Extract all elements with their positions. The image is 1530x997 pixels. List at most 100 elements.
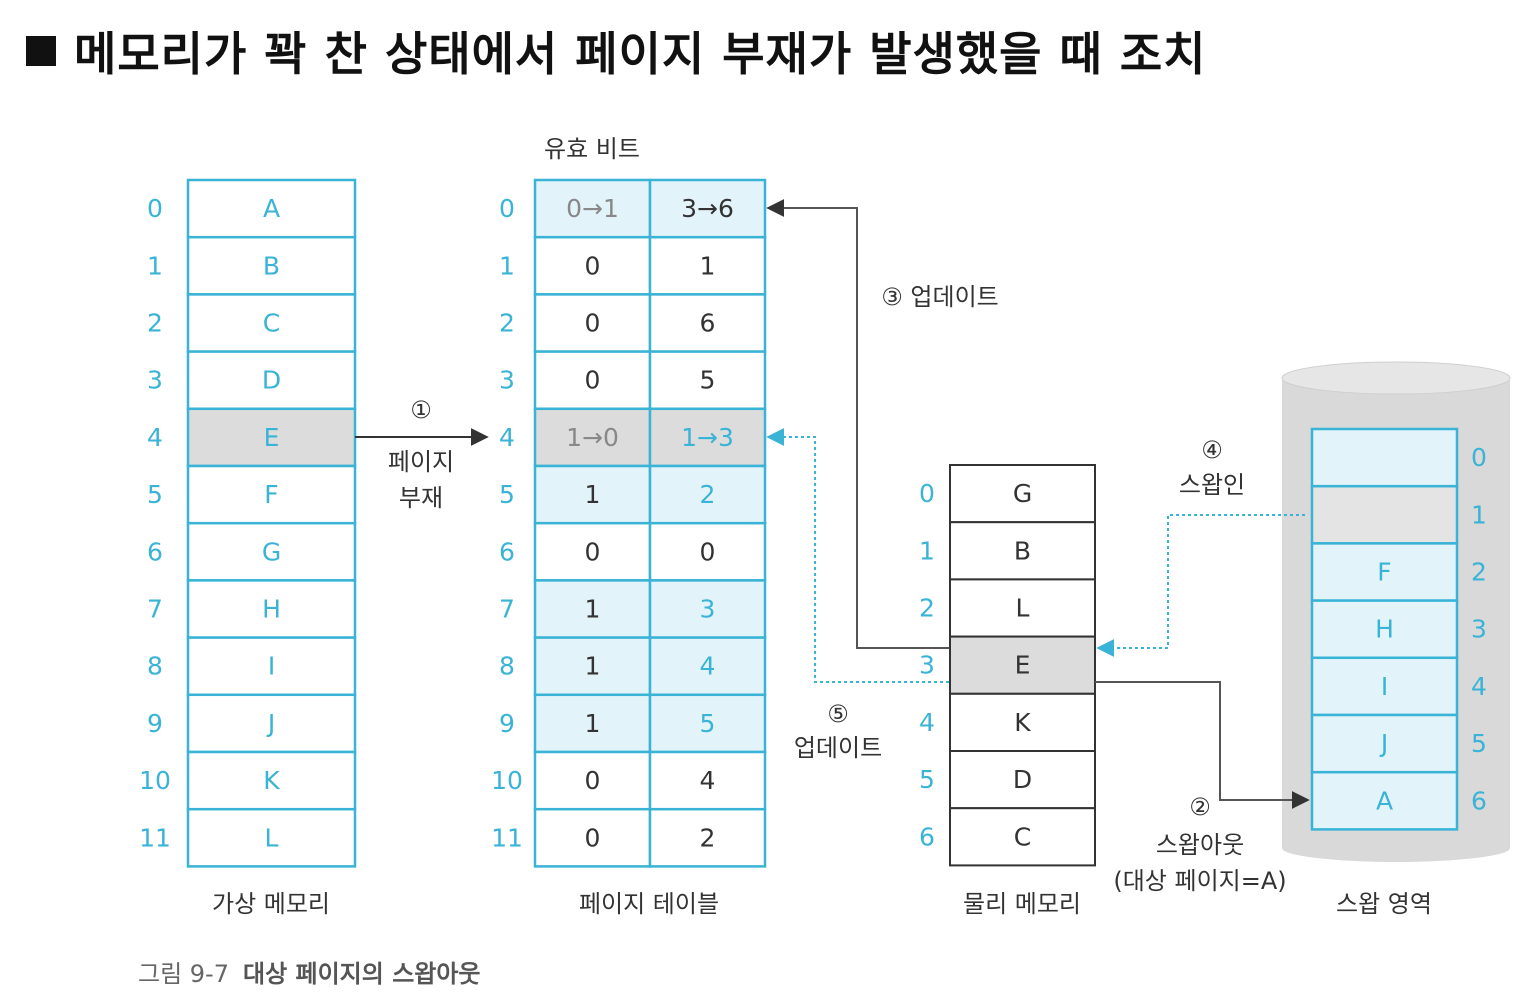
title-text: 메모리가 꽉 찬 상태에서 페이지 부재가 발생했을 때 조치	[74, 27, 1207, 81]
page-table-frame-cell	[648, 235, 767, 296]
swap-slot-index: 6	[1471, 786, 1487, 815]
physical-memory-cell	[949, 464, 1096, 524]
swap-slot-cell	[1310, 542, 1459, 602]
page-table-label: 페이지 테이블	[579, 890, 719, 918]
virtual-memory-cell	[186, 178, 357, 239]
swap-cylinder-top	[1281, 361, 1511, 395]
physical-frame-label: B	[1014, 536, 1031, 565]
arrow-update-3	[766, 199, 949, 649]
figure-number: 그림 9-7	[138, 960, 229, 988]
virtual-page-index: 10	[139, 766, 171, 795]
page-table-index: 6	[499, 537, 515, 566]
step4-label: 스왑인	[1179, 471, 1245, 499]
swap-slot-cell	[1310, 770, 1459, 831]
virtual-page-label: A	[263, 194, 280, 223]
frame-number-value: 3→6	[681, 194, 734, 223]
physical-frame-index: 5	[919, 765, 935, 794]
swap-cylinder-bottom	[1282, 834, 1510, 862]
virtual-page-index: 8	[147, 652, 163, 681]
virtual-page-index: 11	[139, 823, 171, 852]
physical-frame-index: 0	[919, 479, 935, 508]
swap-slot-index: 1	[1471, 500, 1487, 529]
page-table-index: 8	[499, 652, 515, 681]
physical-frame-label: D	[1013, 765, 1032, 794]
page-table-index: 3	[499, 366, 515, 395]
page-table-index: 4	[499, 423, 515, 452]
valid-bit-value: 0	[585, 823, 601, 852]
virtual-memory-cell	[186, 293, 357, 353]
valid-bit-label: 유효 비트	[544, 135, 640, 163]
physical-frame-label: K	[1014, 708, 1031, 737]
swap-slot-index: 3	[1471, 615, 1487, 644]
virtual-memory-cell	[186, 693, 357, 754]
page-table-valid-cell	[533, 178, 652, 239]
frame-number-value: 1	[700, 251, 716, 280]
step1-label-line2: 부재	[399, 484, 443, 512]
frame-number-value: 5	[700, 366, 716, 395]
frame-number-value: 2	[700, 480, 716, 509]
swap-slot-cell	[1310, 427, 1459, 488]
page-table-frame-cell	[648, 293, 767, 353]
swap-slot-index: 2	[1471, 558, 1487, 587]
virtual-page-label: B	[263, 251, 280, 280]
swap-slot-cell	[1310, 713, 1459, 774]
swap-slot-index: 0	[1471, 443, 1487, 472]
page-table-frame-cell	[648, 178, 767, 239]
page-table-index: 1	[499, 251, 515, 280]
step2-label-line1: 스왑아웃	[1156, 831, 1244, 859]
frame-number-value: 4	[700, 652, 716, 681]
physical-frame-index: 2	[919, 594, 935, 623]
virtual-page-index: 3	[147, 366, 163, 395]
step2-label-line2: (대상 페이지=A)	[1113, 867, 1286, 895]
virtual-page-label: G	[262, 537, 281, 566]
physical-frame-label: E	[1015, 651, 1031, 680]
virtual-page-label: K	[263, 766, 280, 795]
physical-memory-cell	[949, 635, 1096, 695]
swap-slot-cell	[1310, 599, 1459, 660]
frame-number-value: 4	[700, 766, 716, 795]
valid-bit-value: 1	[585, 595, 601, 624]
virtual-page-index: 6	[147, 537, 163, 566]
page-table-frame-cell	[648, 464, 767, 525]
page-table-index: 0	[499, 194, 515, 223]
page-table-frame-cell	[648, 807, 767, 868]
frame-number-value: 1→3	[681, 423, 734, 452]
swap-slot-index: 5	[1471, 729, 1487, 758]
physical-frame-label: G	[1013, 479, 1032, 508]
physical-memory-cell	[949, 521, 1096, 581]
virtual-memory-cell	[186, 350, 357, 411]
virtual-memory-cell	[186, 807, 357, 868]
virtual-page-index: 9	[147, 709, 163, 738]
virtual-memory-cell	[186, 636, 357, 697]
physical-frame-label: C	[1014, 822, 1031, 851]
valid-bit-value: 1→0	[566, 423, 619, 452]
virtual-page-index: 4	[147, 423, 163, 452]
virtual-page-index: 0	[147, 194, 163, 223]
step4-number: ④	[1201, 436, 1223, 464]
step1-number: ①	[410, 396, 432, 424]
swap-slot-label: A	[1376, 786, 1393, 815]
step5-label: 업데이트	[794, 734, 882, 762]
swap-slot-label: I	[1381, 672, 1388, 701]
frame-number-value: 2	[700, 823, 716, 852]
virtual-memory-cell	[186, 521, 357, 582]
valid-bit-value: 1	[585, 480, 601, 509]
swap-slot-cell	[1310, 484, 1459, 545]
swap-slot-label: H	[1375, 615, 1394, 644]
swap-area-label: 스왑 영역	[1336, 890, 1432, 918]
physical-memory-cell	[949, 578, 1096, 638]
arrow-swap-out	[1095, 681, 1310, 809]
frame-number-value: 6	[700, 309, 716, 338]
step2-number: ②	[1189, 793, 1211, 821]
valid-bit-value: 0	[585, 309, 601, 338]
step5-number: ⑤	[827, 700, 849, 728]
page-table-frame-cell	[648, 521, 767, 582]
virtual-page-index: 5	[147, 480, 163, 509]
physical-memory-cell	[949, 807, 1096, 867]
physical-frame-index: 1	[919, 536, 935, 565]
